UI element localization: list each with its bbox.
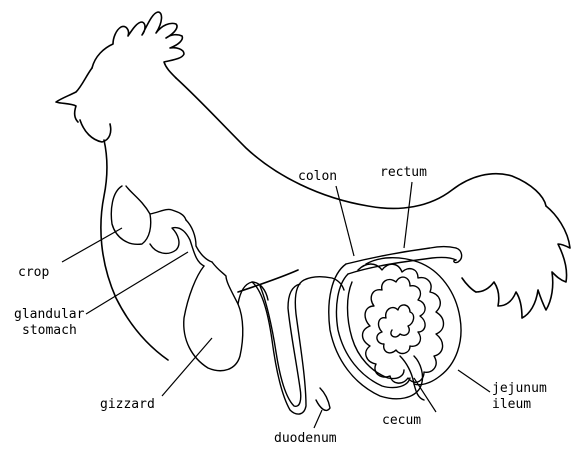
gizzard-leader [162, 338, 212, 396]
underside [238, 270, 298, 292]
label-rectum: rectum [380, 165, 427, 180]
label-stomach: stomach [22, 323, 77, 338]
crop-organ [111, 186, 186, 244]
crop-leader [62, 228, 122, 262]
labels: colon rectum crop glandular stomach gizz… [14, 165, 547, 446]
jejunum-ileum-leader [458, 370, 490, 392]
breast-front [101, 140, 168, 360]
label-gizzard: gizzard [100, 397, 155, 412]
rectum-end [454, 248, 462, 263]
jejunum-coils [358, 264, 444, 383]
label-ileum: ileum [492, 397, 531, 412]
comb [92, 12, 184, 78]
wattle [80, 120, 111, 142]
gizzard-organ [184, 262, 243, 371]
tail-base [462, 278, 476, 292]
head-beak [56, 68, 92, 122]
duodenum-leader [314, 410, 322, 428]
colon-leader [336, 186, 354, 256]
leader-lines [62, 182, 490, 428]
label-jejunum: jejunum [492, 381, 547, 396]
label-duodenum: duodenum [274, 431, 337, 446]
label-glandular: glandular [14, 307, 85, 322]
label-crop: crop [18, 265, 49, 280]
glandular-stomach-leader [86, 252, 188, 314]
digestive-tract [111, 186, 461, 414]
cecum-tips [400, 356, 424, 400]
bird-outline [56, 12, 570, 360]
rectum-organ [346, 247, 456, 265]
back-line [176, 78, 546, 208]
rectum-leader [404, 182, 412, 248]
tail-feathers [476, 206, 570, 318]
crop-inner [126, 186, 150, 214]
duodenum-tip [316, 388, 330, 410]
label-cecum: cecum [382, 413, 421, 428]
label-colon: colon [298, 169, 337, 184]
